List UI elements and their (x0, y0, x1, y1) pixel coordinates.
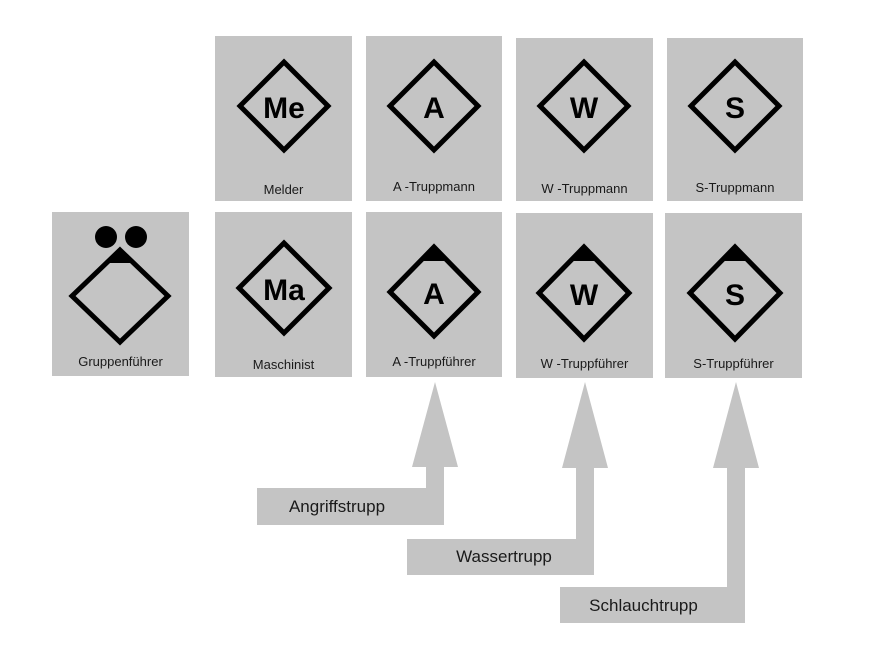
card-a-truppmann: A A -Truppmann (366, 36, 502, 201)
card-gruppenfuehrer: Gruppenführer (52, 212, 189, 376)
arrow-angriffstrupp (257, 382, 458, 525)
diamond-a-leader-icon: A (386, 243, 482, 340)
card-s-truppmann: S S-Truppmann (667, 38, 803, 201)
diamond-s-icon: S (687, 58, 783, 154)
card-w-truppfuehrer: W W -Truppführer (516, 213, 653, 378)
label-wassertrupp: Wassertrupp (456, 547, 552, 566)
arrow-schlauchtrupp (560, 382, 759, 623)
gruppenfuehrer-icon (68, 226, 172, 346)
diamond-w-leader-icon: W (535, 243, 633, 343)
dot-icon (125, 226, 147, 248)
label-angriffstrupp: Angriffstrupp (288, 497, 386, 516)
label-s-truppmann: S-Truppmann (695, 180, 775, 195)
symbol-text: Me (263, 92, 305, 125)
label-melder: Melder (263, 182, 304, 197)
symbol-text: W (570, 92, 599, 125)
diamond-me-icon: Me (236, 58, 332, 154)
symbol-text: A (423, 92, 445, 125)
symbol-text: Ma (263, 274, 305, 307)
diamond-ma-icon: Ma (235, 239, 333, 337)
label-w-truppfuehrer: W -Truppführer (540, 356, 629, 371)
symbol-text: S (725, 279, 745, 312)
label-w-truppmann: W -Truppmann (541, 181, 628, 196)
card-s-truppfuehrer: S S-Truppführer (665, 213, 802, 378)
arrow-wassertrupp (407, 382, 608, 575)
label-a-truppmann: A -Truppmann (393, 179, 475, 194)
label-gruppenfuehrer: Gruppenführer (78, 354, 163, 369)
label-maschinist: Maschinist (252, 357, 315, 372)
diamond-w-icon: W (536, 58, 632, 154)
symbol-text: W (570, 279, 599, 312)
dot-icon (95, 226, 117, 248)
label-s-truppfuehrer: S-Truppführer (693, 356, 774, 371)
card-melder: Me Melder (215, 36, 352, 201)
card-maschinist: Ma Maschinist (215, 212, 352, 377)
label-a-truppfuehrer: A -Truppführer (392, 354, 476, 369)
diamond-a-icon: A (386, 58, 482, 154)
symbol-text: S (725, 92, 745, 125)
card-w-truppmann: W W -Truppmann (516, 38, 653, 201)
label-schlauchtrupp: Schlauchtrupp (589, 596, 698, 615)
diamond-s-leader-icon: S (686, 243, 784, 343)
card-a-truppfuehrer: A A -Truppführer (366, 212, 502, 377)
symbol-text: A (423, 278, 445, 311)
